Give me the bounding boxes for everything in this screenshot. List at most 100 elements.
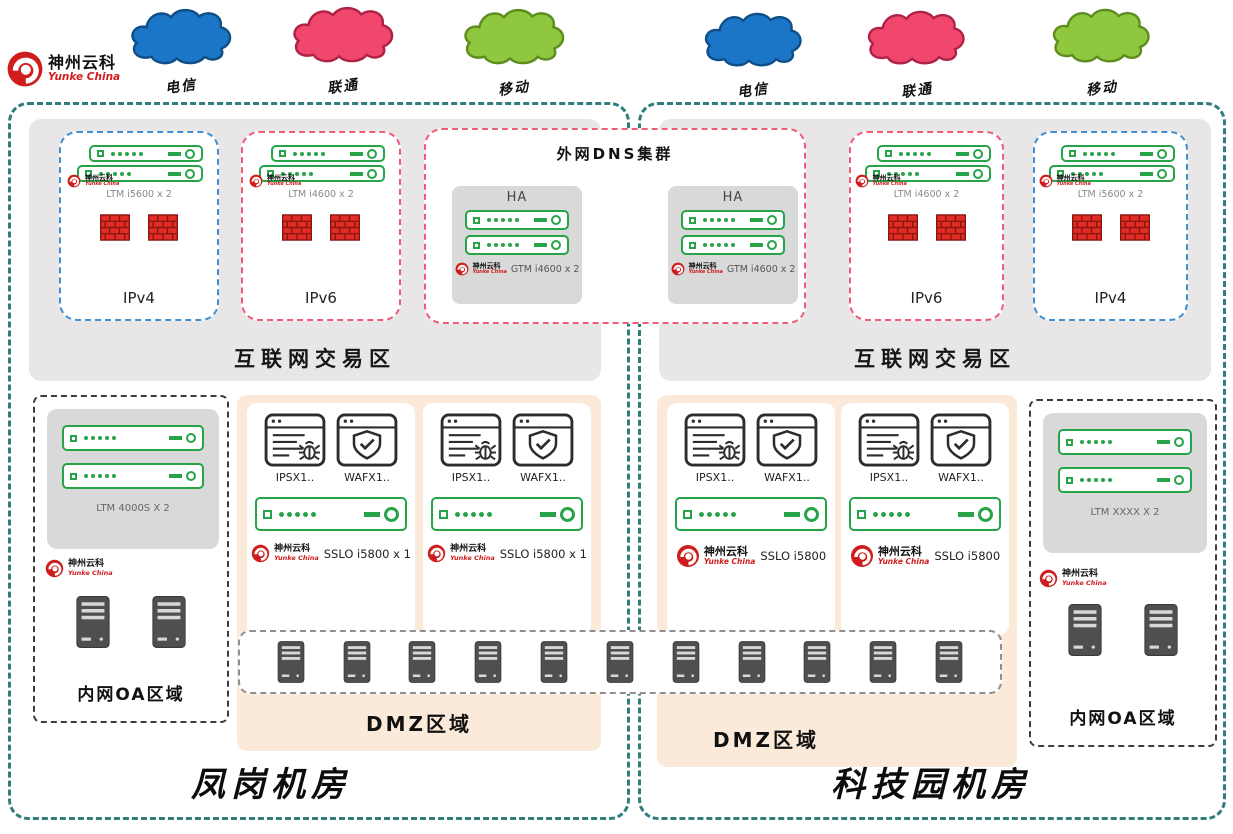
- brand-subtitle: Yunke China: [85, 181, 120, 188]
- server-icon: [1142, 603, 1180, 657]
- brand-subtitle: Yunke China: [68, 568, 113, 577]
- server-icon: [671, 640, 701, 684]
- device-port: [97, 150, 104, 157]
- internet-zone-label-right: 互联网交易区: [854, 347, 1016, 371]
- waf-icon: [756, 413, 818, 467]
- device-slot: [1139, 151, 1153, 156]
- brand-mark-icon: [1039, 569, 1058, 588]
- cloud-telecom-1-icon: [124, 5, 238, 69]
- ltm-device: [876, 145, 991, 162]
- datacenter-name-right: 科技园机房: [831, 765, 1031, 805]
- brand-name: 神州云科: [1062, 569, 1099, 580]
- brand-name: 神州云科: [872, 173, 901, 182]
- cloud-unicom-2-icon: [860, 7, 972, 69]
- security-icons: [858, 413, 992, 467]
- gtm-device-label: GTM i4600 x 2: [726, 263, 796, 275]
- cloud-telecom-2-icon: [699, 9, 807, 71]
- device-model-label: LTM i4600 x 2: [893, 189, 960, 200]
- oa-servers: [1031, 603, 1215, 657]
- device-slot: [958, 511, 974, 517]
- device-leds: [1070, 171, 1103, 176]
- firewall-row: [282, 214, 361, 241]
- brand-mark-icon: [850, 545, 873, 567]
- server-icon: [802, 640, 832, 684]
- device-port: [473, 216, 480, 224]
- device-slot: [1157, 440, 1170, 444]
- brand-mark-icon: [455, 262, 468, 276]
- server-icon: [473, 640, 503, 684]
- device-model-label: LTM i5600 x 2: [1077, 189, 1144, 200]
- waf-label: WAFX1..: [520, 471, 566, 484]
- brand-name: 神州云科: [1056, 173, 1085, 182]
- device-slot: [364, 511, 380, 517]
- device-leds: [84, 436, 116, 440]
- sslo-label: SSLO i5800 x 1: [323, 546, 411, 561]
- device-dial: [186, 433, 196, 443]
- oa-device-box: LTM 4000S X 2: [47, 409, 219, 549]
- device-leds: [99, 171, 131, 176]
- device-port: [689, 241, 696, 249]
- brand-subtitle: Yunke China: [1062, 578, 1107, 587]
- brand-name: 神州云科: [472, 261, 501, 270]
- device-leds: [84, 474, 116, 478]
- device-dial: [1156, 168, 1167, 179]
- device-dial: [1156, 148, 1167, 159]
- waf-icon: [930, 413, 992, 467]
- ips-label: IPSX1..: [869, 471, 909, 484]
- device-dial: [551, 240, 561, 250]
- cloud-unicom-1-icon: [286, 3, 400, 67]
- gtm-device-label: GTM i4600 x 2: [510, 263, 580, 275]
- gtm-device: [465, 210, 569, 230]
- brand-mark-icon: [676, 545, 699, 567]
- device-port: [683, 509, 692, 519]
- brand-subtitle: Yunke China: [472, 269, 507, 276]
- device-dial: [972, 148, 983, 159]
- brand-mark-icon: [249, 174, 263, 188]
- device-leds: [1082, 151, 1115, 156]
- device-slot: [750, 218, 763, 222]
- brand-mark-icon: [67, 174, 81, 188]
- device-dial: [551, 215, 561, 225]
- cloud-mobile-1-icon: [456, 5, 572, 69]
- device-dial: [1174, 437, 1184, 447]
- device-dial: [978, 506, 993, 522]
- brand-subtitle: Yunke China: [274, 553, 319, 562]
- firewall-icon: [935, 214, 966, 241]
- device-leds: [886, 171, 919, 176]
- server-icon: [407, 640, 437, 684]
- device-port: [267, 170, 274, 177]
- oa-zone-label-left: 内网OA区域: [77, 685, 185, 705]
- brand-mark-icon: [7, 51, 43, 87]
- device-dial: [367, 148, 377, 159]
- device-slot: [168, 171, 181, 176]
- device-port: [857, 509, 866, 519]
- server-icon: [934, 640, 964, 684]
- device-port: [1068, 150, 1076, 157]
- waf-icon: [512, 413, 574, 467]
- device-slot: [540, 511, 556, 517]
- server-icon: [150, 595, 188, 649]
- brand-subtitle: Yunke China: [48, 70, 121, 83]
- device-dial: [384, 506, 399, 522]
- device-port: [70, 434, 77, 442]
- device-leds: [703, 218, 735, 222]
- brand-mark-icon: [671, 262, 684, 276]
- ips-icon: [684, 413, 746, 467]
